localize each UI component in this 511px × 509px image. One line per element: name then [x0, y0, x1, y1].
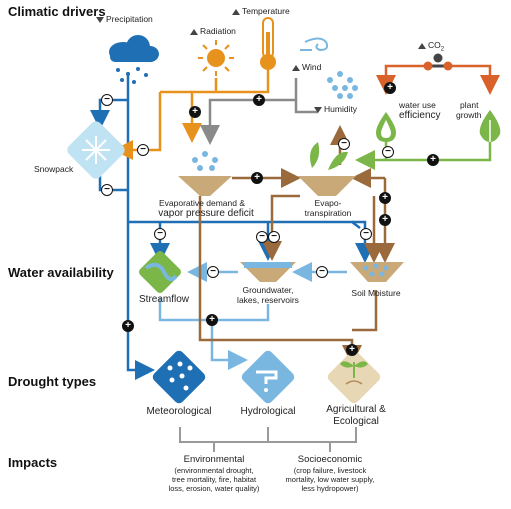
- plus-sign-icon: +: [189, 106, 201, 118]
- sun-icon: [198, 40, 234, 76]
- environmental-line-3: loss, erosion, water quality): [168, 484, 260, 493]
- snowflake-icon: [67, 121, 125, 179]
- humidity-icon: [327, 71, 358, 99]
- co2-text: CO: [428, 40, 441, 50]
- increase-arrow-icon: [418, 42, 426, 49]
- thermometer-icon: [260, 17, 276, 70]
- precip-flows: [90, 72, 375, 380]
- soil-moisture-icon: [350, 262, 404, 282]
- socioeconomic-line-3: less hydropower): [301, 484, 359, 493]
- environmental-title: Environmental: [183, 454, 245, 465]
- plus-sign-icon: +: [379, 214, 391, 226]
- environmental-line-1: (environmental drought,: [174, 466, 254, 475]
- agricultural-drought-icon: [327, 350, 381, 404]
- socioeconomic-line-2: mortality, low water supply,: [285, 475, 375, 484]
- temperature-text: Temperature: [242, 6, 290, 16]
- water-use-label-2: efficiency: [399, 110, 441, 121]
- minus-sign-icon: −: [256, 231, 268, 243]
- plus-sign-icon: +: [206, 314, 218, 326]
- agricultural-label-2: Ecological: [333, 416, 379, 427]
- plus-sign-icon: +: [346, 344, 358, 356]
- co2-subscript: 2: [440, 46, 445, 53]
- evaporative-demand-label-2: vapor pressure deficit: [158, 208, 254, 219]
- temperature-label: Temperature: [232, 6, 290, 16]
- wind-label: Wind: [292, 62, 321, 72]
- water-use-drop-icon: [376, 112, 396, 142]
- minus-sign-icon: −: [101, 184, 113, 196]
- section-impacts: Impacts: [8, 455, 58, 470]
- minus-sign-icon: −: [338, 138, 350, 150]
- socioeconomic-title: Socioeconomic: [297, 454, 363, 465]
- plus-sign-icon: +: [379, 192, 391, 204]
- co2-label: CO2: [418, 40, 444, 55]
- plus-sign-icon: +: [427, 154, 439, 166]
- increase-arrow-icon: [292, 64, 300, 71]
- humidity-label: Humidity: [314, 104, 357, 114]
- socioeconomic-line-1: (crop failure, livestock: [293, 466, 367, 475]
- meteorological-label: Meteorological: [146, 406, 212, 417]
- groundwater-label-1: Groundwater,: [242, 285, 294, 295]
- minus-sign-icon: −: [207, 266, 219, 278]
- evaporative-demand-label-1: Evaporative demand &: [159, 198, 245, 208]
- wind-flows: [200, 78, 318, 145]
- minus-sign-icon: −: [360, 228, 372, 240]
- humidity-text: Humidity: [324, 104, 358, 114]
- radiation-text: Radiation: [200, 26, 236, 36]
- agricultural-label-1: Agricultural &: [326, 404, 386, 415]
- groundwater-label-2: lakes, reservoirs: [237, 295, 299, 305]
- evaporation-flows: [198, 125, 395, 365]
- minus-sign-icon: −: [382, 146, 394, 158]
- minus-sign-icon: −: [268, 231, 280, 243]
- soil-moisture-label: Soil Moisture: [351, 288, 401, 298]
- hydrological-drought-icon: [241, 350, 295, 404]
- impacts-bracket: [179, 427, 357, 452]
- decrease-arrow-icon: [314, 106, 322, 113]
- environmental-impacts: Environmental (environmental drought, tr…: [169, 454, 260, 493]
- plus-sign-icon: +: [384, 82, 396, 94]
- plant-growth-label-1: plant: [460, 100, 479, 110]
- increase-arrow-icon: [190, 28, 198, 35]
- minus-sign-icon: −: [137, 144, 149, 156]
- plus-sign-icon: +: [253, 94, 265, 106]
- groundwater-icon: [240, 262, 296, 282]
- cloud-rain-icon: [109, 35, 159, 84]
- increase-arrow-icon: [232, 8, 240, 15]
- evapotranspiration-icon: [298, 142, 356, 196]
- minus-sign-icon: −: [101, 94, 113, 106]
- meteorological-drought-icon: [152, 350, 206, 404]
- environmental-line-2: tree mortality, fire, habitat: [171, 475, 257, 484]
- section-climatic-drivers: Climatic drivers: [8, 4, 106, 19]
- hydrological-label: Hydrological: [240, 406, 296, 417]
- socioeconomic-impacts: Socioeconomic (crop failure, livestock m…: [286, 454, 375, 493]
- radiation-label: Radiation: [190, 26, 236, 36]
- section-drought-types: Drought types: [8, 374, 97, 389]
- plant-leaf-icon: [479, 110, 501, 142]
- streamflow-label: Streamflow: [138, 294, 190, 305]
- streamflow-icon: [139, 251, 181, 293]
- evapotranspiration-label-2: transpiration: [304, 208, 352, 218]
- wind-icon: [300, 37, 329, 52]
- co2-molecule-icon: [423, 53, 453, 71]
- plant-growth-label-2: growth: [456, 110, 482, 120]
- evaporative-demand-icon: [178, 151, 232, 196]
- snowpack-label: Snowpack: [34, 164, 74, 174]
- plus-sign-icon: +: [251, 172, 263, 184]
- wind-text: Wind: [302, 62, 322, 72]
- precipitation-text: Precipitation: [106, 14, 153, 24]
- precipitation-label: Precipitation: [96, 14, 153, 24]
- plus-sign-icon: +: [122, 320, 134, 332]
- section-water-availability: Water availability: [8, 265, 114, 280]
- water-use-label-1: water use: [399, 100, 436, 110]
- minus-sign-icon: −: [316, 266, 328, 278]
- minus-sign-icon: −: [154, 228, 166, 240]
- decrease-arrow-icon: [96, 16, 104, 23]
- evapotranspiration-label-1: Evapo-: [314, 198, 342, 208]
